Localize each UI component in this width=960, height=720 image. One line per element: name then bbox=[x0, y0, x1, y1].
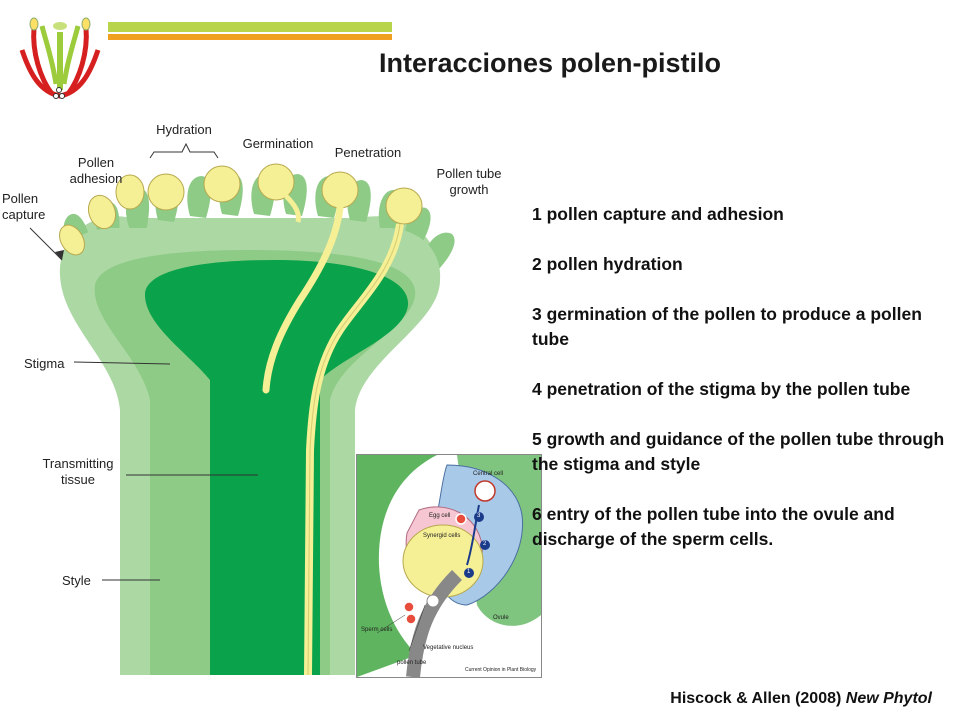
pollen-grain-germinating-tube bbox=[284, 194, 301, 223]
flower-logo-icon bbox=[19, 17, 101, 99]
label-pollen-tube-growth-line2: growth bbox=[449, 182, 489, 197]
inset-label-synergid-cells: Synergid cells bbox=[423, 533, 461, 539]
label-pollen-adhesion-line2: adhesion bbox=[69, 171, 123, 186]
pollen-grain-penetration bbox=[321, 171, 359, 209]
pollen-grain-germination bbox=[257, 163, 295, 201]
label-hydration: Hydration bbox=[156, 122, 212, 137]
inset-label-ovule: Ovule bbox=[493, 615, 509, 621]
label-penetration: Penetration bbox=[334, 145, 402, 160]
ovule-inset-drawing bbox=[357, 455, 541, 678]
pollen-grain-tube-growth bbox=[385, 187, 423, 225]
inset-step-1: 1 bbox=[467, 569, 471, 575]
step-item: 3 germination of the pollen to produce a… bbox=[532, 304, 922, 349]
inset-label-pollen-tube: pollen tube bbox=[397, 660, 427, 666]
slide-title: Interacciones polen-pistilo bbox=[378, 48, 722, 78]
citation-authors: Hiscock & Allen (2008) bbox=[670, 690, 842, 707]
label-pollen-adhesion-line1: Pollen bbox=[77, 155, 115, 170]
header-accent-bar-green bbox=[108, 22, 392, 32]
label-pollen-capture-line1: Pollen bbox=[2, 191, 39, 206]
inset-step-3: 3 bbox=[477, 513, 481, 519]
inset-label-egg-cell: Egg cell bbox=[429, 513, 451, 519]
inset-credit: Current Opinion in Plant Biology bbox=[465, 667, 537, 673]
hydration-bracket bbox=[149, 142, 219, 159]
pollen-grain-adhesion-2 bbox=[115, 174, 145, 210]
inset-label-central-cell: Central cell bbox=[473, 471, 504, 477]
header-accent-bar-orange bbox=[108, 34, 392, 40]
pollen-grain-hydration-1 bbox=[147, 173, 185, 211]
citation-journal: New Phytol bbox=[845, 690, 932, 707]
citation: Hiscock & Allen (2008) New Phytol bbox=[560, 690, 932, 708]
label-germination: Germination bbox=[242, 136, 314, 151]
label-pollen-adhesion: Pollen adhesion bbox=[58, 155, 134, 187]
label-transmitting-line2: tissue bbox=[61, 472, 95, 487]
step-item: 6 entry of the pollen tube into the ovul… bbox=[532, 504, 895, 549]
label-transmitting-tissue: Transmitting tissue bbox=[30, 456, 126, 488]
step-item: 4 penetration of the stigma by the polle… bbox=[532, 379, 911, 399]
pollen-tube-penetration bbox=[262, 204, 344, 394]
label-transmitting-line1: Transmitting bbox=[42, 456, 114, 471]
label-pollen-capture-line2: capture bbox=[2, 207, 46, 222]
label-pollen-tube-growth-line1: Pollen tube bbox=[436, 166, 502, 181]
ovule-inset: Central cell Egg cell Synergid cells Ovu… bbox=[356, 454, 542, 678]
label-style: Style bbox=[62, 573, 91, 588]
pollen-grain-adhesion-1 bbox=[87, 194, 117, 230]
pollen-grain-capture bbox=[59, 224, 85, 256]
steps-list: 1 pollen capture and adhesion 2 pollen h… bbox=[532, 202, 952, 577]
inset-label-vegetative-nucleus: Vegetative nucleus bbox=[423, 645, 474, 651]
label-stigma: Stigma bbox=[24, 356, 65, 371]
step-item: 2 pollen hydration bbox=[532, 254, 683, 274]
pistil-diagram bbox=[29, 142, 455, 675]
label-pollen-tube-growth: Pollen tube growth bbox=[424, 166, 514, 198]
label-pollen-capture: Pollen capture bbox=[2, 191, 62, 223]
step-item: 5 growth and guidance of the pollen tube… bbox=[532, 429, 945, 474]
inset-label-sperm-cells: Sperm cells bbox=[361, 627, 393, 633]
pollen-grain-hydration-2 bbox=[203, 165, 241, 203]
step-item: 1 pollen capture and adhesion bbox=[532, 204, 784, 224]
inset-step-2: 2 bbox=[483, 541, 487, 547]
transmitting-tissue bbox=[145, 260, 409, 675]
inset-step-markers bbox=[464, 512, 490, 578]
